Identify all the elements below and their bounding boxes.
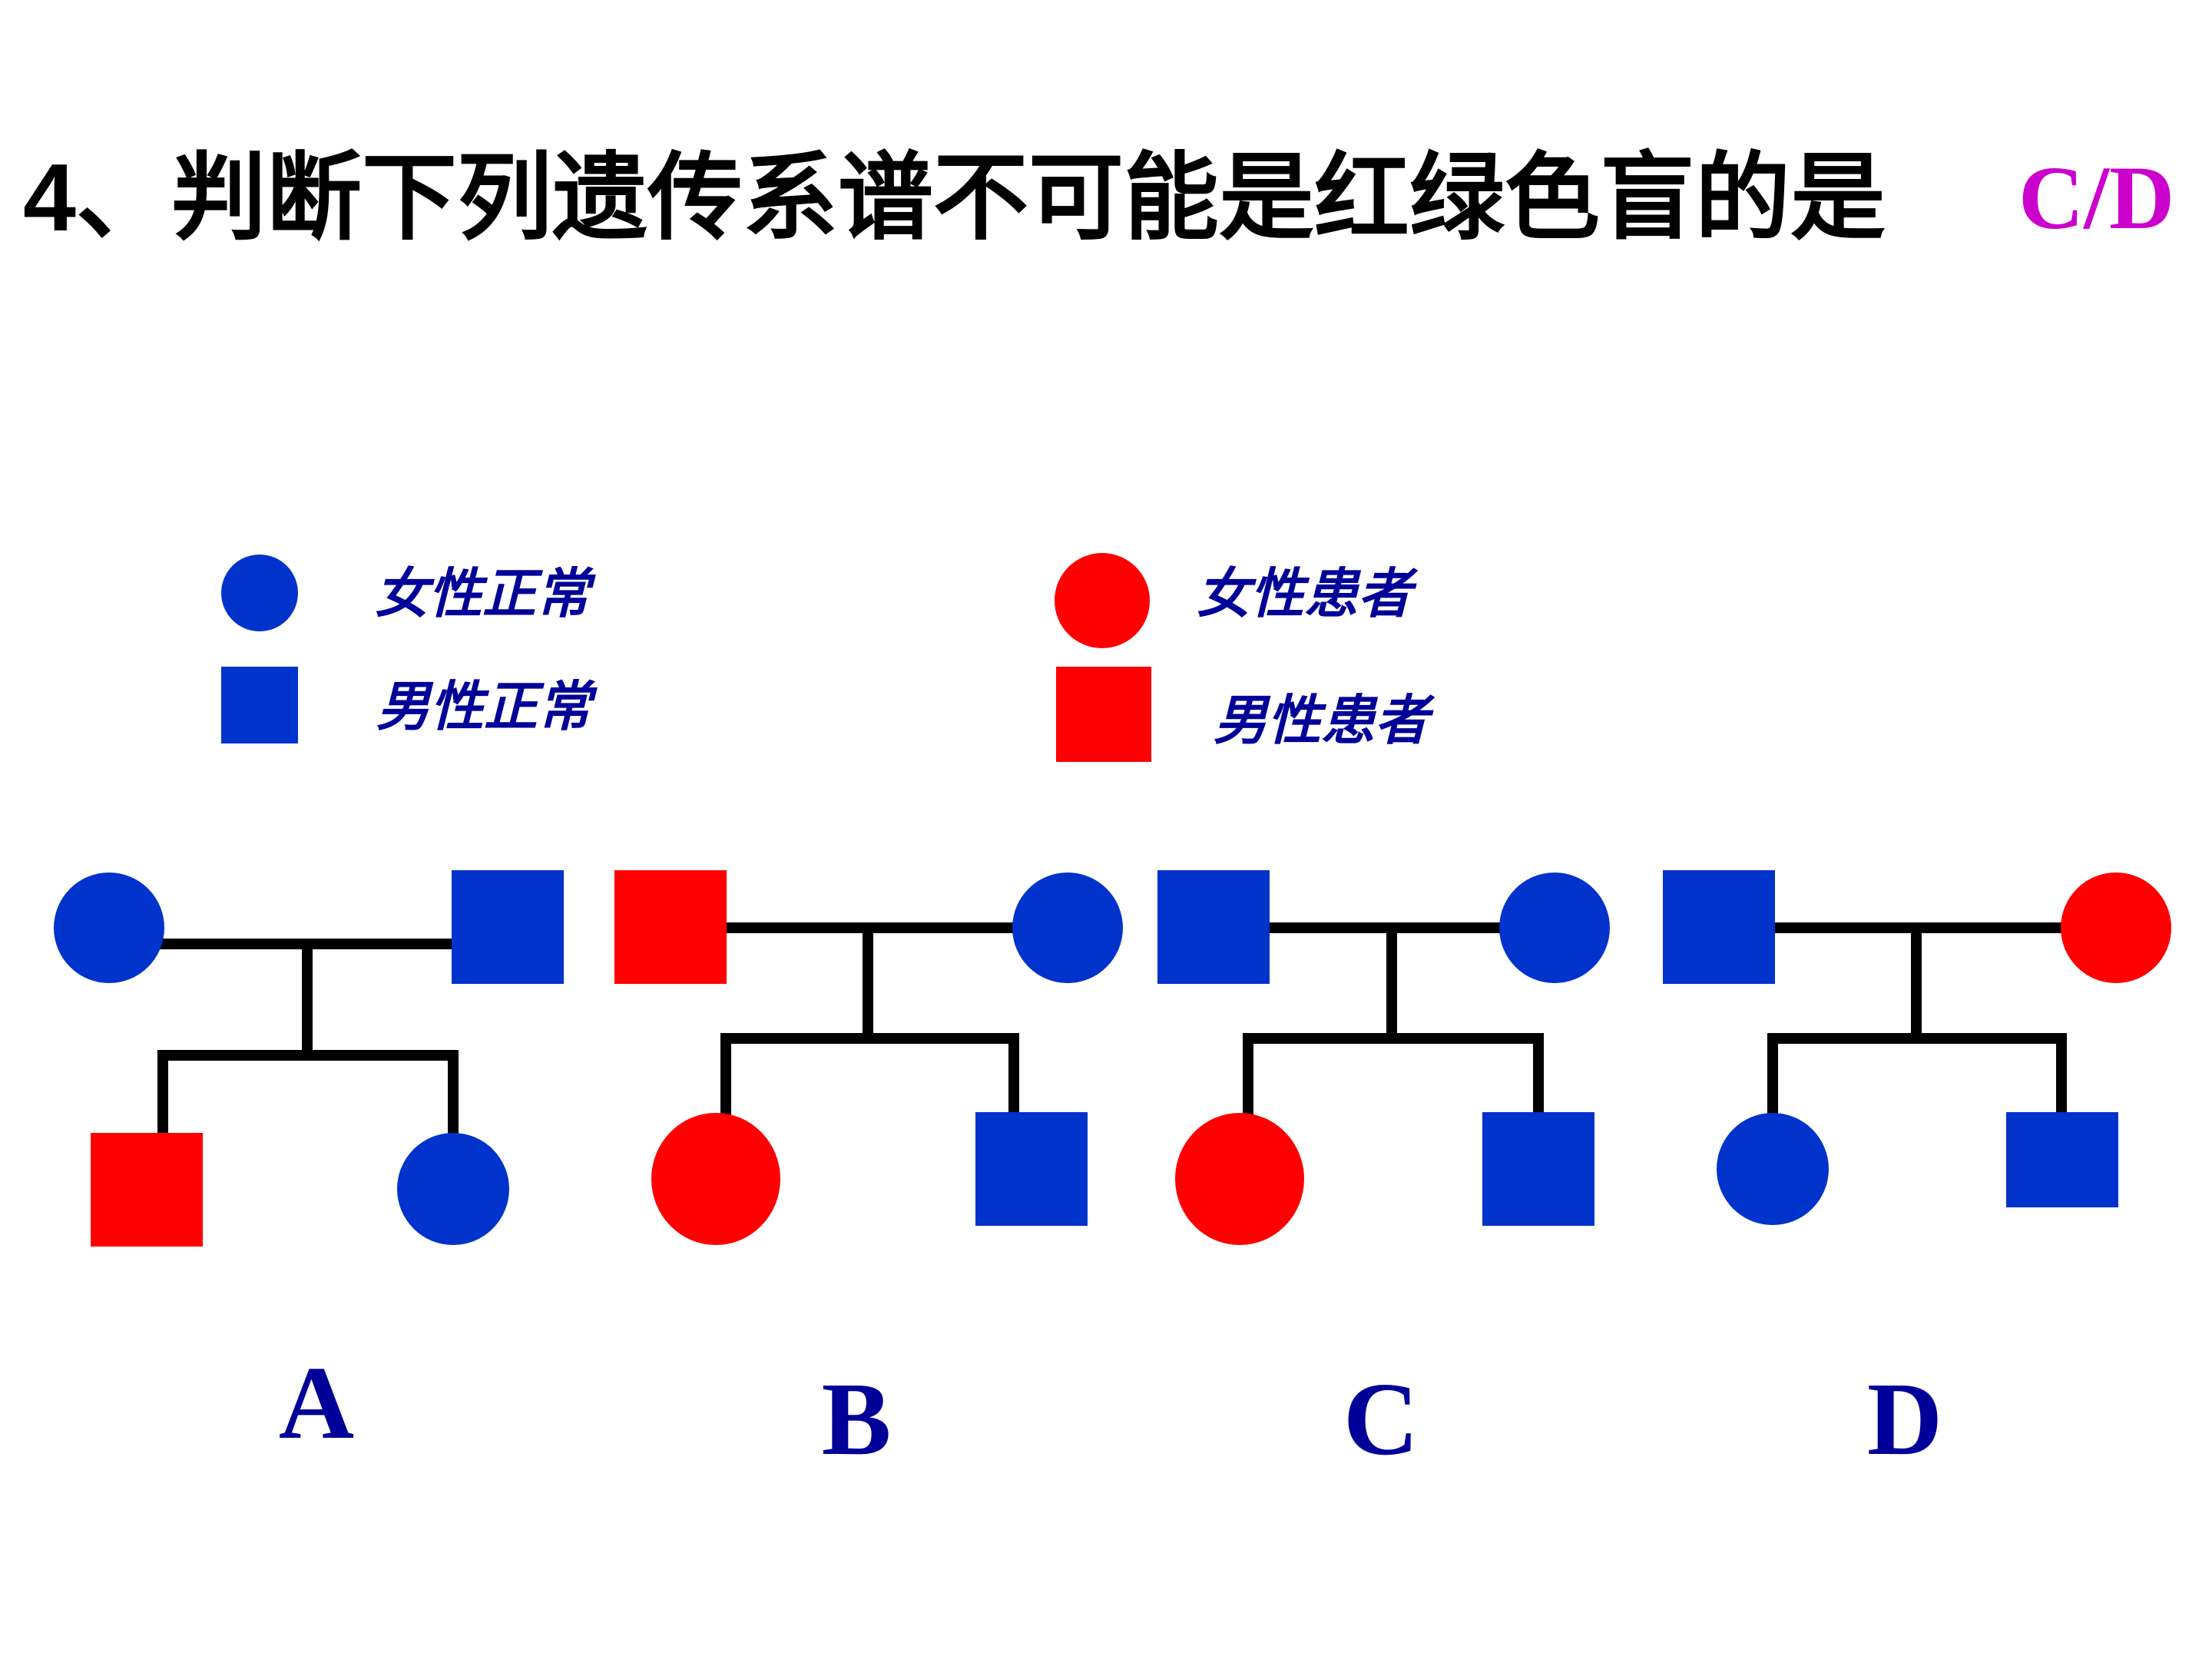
pedigree-b: [614, 870, 1123, 1245]
daughter-symbol: [651, 1113, 780, 1245]
option-label-d: D: [1866, 1362, 1943, 1477]
father-symbol: [1157, 870, 1270, 984]
mother-symbol: [1012, 873, 1123, 983]
pedigree-c: [1157, 870, 1610, 1245]
son-symbol: [2006, 1112, 2118, 1207]
mother-symbol: [1499, 873, 1610, 983]
legend-normal-female-label: 女性正常: [375, 562, 590, 625]
option-label-a: A: [278, 1346, 355, 1461]
legend-normal-female-symbol: [221, 555, 298, 631]
legend-affected-male-symbol: [1056, 667, 1151, 762]
legend: [221, 553, 1151, 762]
pedigree-a: [54, 870, 564, 1247]
option-label-c: C: [1343, 1362, 1419, 1477]
legend-affected-male-label: 男性患者: [1214, 689, 1429, 752]
mother-symbol: [54, 873, 164, 983]
legend-normal-male-label: 男性正常: [376, 675, 591, 738]
legend-normal-male-symbol: [221, 667, 298, 743]
legend-affected-female-label: 女性患者: [1197, 562, 1412, 625]
question-title: 4、判断下列遗传系谱不可能是红绿色盲的是: [23, 145, 1886, 251]
pedigree-d: [1663, 870, 2171, 1225]
son-symbol: [91, 1133, 203, 1247]
answer-text: C/D: [2018, 147, 2175, 248]
father-symbol: [1663, 870, 1775, 984]
daughter-symbol: [397, 1133, 509, 1245]
son-symbol: [1482, 1112, 1594, 1226]
legend-affected-female-symbol: [1055, 553, 1150, 648]
father-symbol: [614, 870, 727, 984]
daughter-symbol: [1175, 1113, 1304, 1245]
son-symbol: [975, 1112, 1088, 1226]
option-label-b: B: [821, 1362, 892, 1477]
mother-symbol: [2061, 873, 2171, 983]
daughter-symbol: [1717, 1113, 1829, 1225]
father-symbol: [452, 870, 564, 984]
